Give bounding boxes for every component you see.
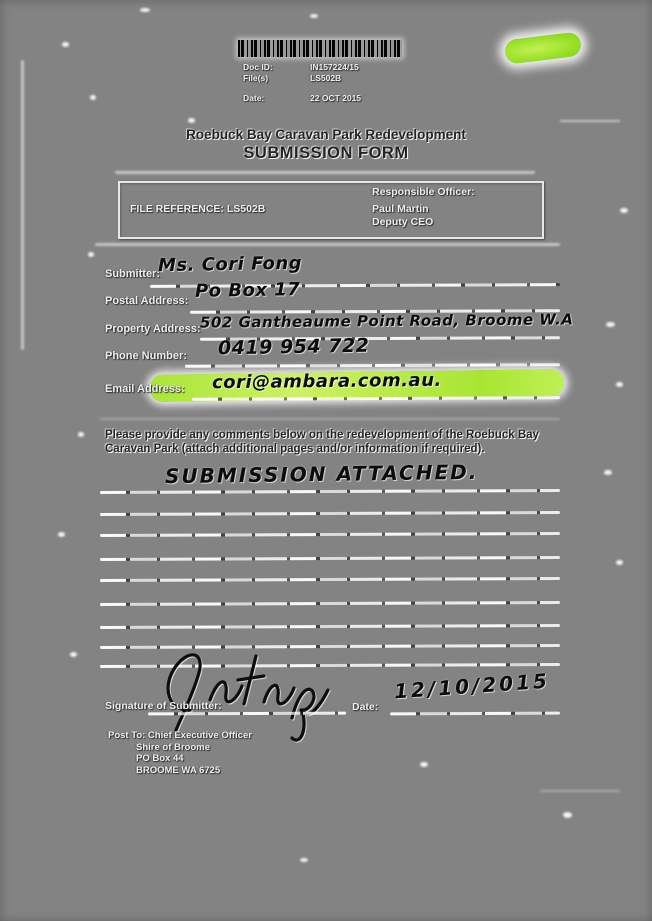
stamp-doc-id-label: Doc ID: [243, 62, 273, 72]
scan-artifact [616, 560, 623, 565]
scan-artifact [616, 382, 623, 387]
scan-artifact [188, 118, 195, 123]
field-line [184, 363, 561, 368]
responsible-officer-title: Deputy CEO [372, 216, 434, 228]
date-line [389, 711, 561, 716]
comment-line [99, 555, 561, 562]
scan-artifact [606, 322, 615, 327]
field-label-phone-number: Phone Number: [105, 350, 187, 362]
comment-line [99, 510, 561, 517]
comment-line [99, 600, 561, 607]
scan-artifact [95, 243, 560, 246]
form-title-line2: SUBMISSION FORM [243, 144, 409, 162]
stamp-file-label: File(s) [243, 73, 269, 83]
field-value-submitter: Ms. Cori Fong [157, 252, 303, 277]
field-label-email-address: Email Address: [105, 383, 185, 395]
scan-artifact [540, 790, 620, 792]
scan-artifact [563, 812, 572, 818]
field-label-submitter: Submitter: [105, 268, 160, 280]
stamp-date-value: 22 OCT 2015 [310, 93, 362, 103]
responsible-officer-name: Paul Martin [372, 203, 429, 215]
field-value-email-address: cori@ambara.com.au. [211, 369, 442, 394]
stamp-doc-id-value: IN157224/15 [310, 62, 359, 72]
post-to-line: Shire of Broome [136, 741, 210, 753]
scan-artifact [604, 470, 612, 475]
scan-artifact [310, 14, 318, 18]
scan-artifact [58, 532, 65, 537]
field-label-property-address: Property Address: [105, 323, 201, 335]
scan-artifact [300, 858, 308, 862]
scan-artifact [90, 95, 96, 100]
highlighter-mark [503, 31, 583, 65]
scan-artifact [88, 252, 94, 257]
scan-artifact [140, 8, 150, 12]
comment-line [99, 488, 561, 495]
comment-line [99, 576, 561, 583]
comment-line [99, 623, 561, 630]
date-value: 12/10/2015 [393, 668, 551, 704]
field-value-postal-address: Po Box 17 [194, 279, 301, 302]
scan-artifact [420, 762, 428, 767]
comment-line [99, 531, 561, 538]
field-line [191, 396, 561, 401]
post-to-block: Post To: Chief Executive Officer Shire o… [108, 730, 252, 776]
scan-artifact [560, 120, 620, 122]
signature-label: Signature of Submitter: [105, 700, 222, 712]
post-to-line: BROOME WA 6725 [136, 764, 221, 776]
form-title-line1: Roebuck Bay Caravan Park Redevelopment [186, 127, 466, 142]
submitter-signature [166, 653, 330, 742]
responsible-officer-label: Responsible Officer: [372, 186, 475, 198]
scan-artifact [21, 60, 24, 350]
file-reference-box: FILE REFERENCE: LS502B Responsible Offic… [118, 181, 544, 239]
scan-artifact [620, 208, 628, 213]
field-label-postal-address: Postal Address: [105, 295, 189, 307]
comments-instruction: Please provide any comments below on the… [105, 429, 539, 455]
barcode [238, 40, 402, 57]
scan-artifact [115, 171, 535, 174]
stamp-date-label: Date: [243, 93, 265, 103]
scan-artifact [62, 42, 69, 47]
file-reference: FILE REFERENCE: LS502B [130, 203, 266, 215]
post-to-line: PO Box 44 [136, 753, 184, 764]
scan-artifact [70, 652, 77, 657]
comments-entry: Submission Attached. [164, 459, 479, 489]
date-label: Date: [352, 701, 379, 713]
records-stamp: Doc ID: IN157224/15 File(s) LS502B Date:… [243, 62, 361, 103]
scan-artifact [78, 432, 84, 437]
stamp-file-value: LS502B [310, 73, 342, 83]
field-value-property-address: 502 Gantheaume Point Road, Broome W.A [199, 310, 574, 332]
scan-artifact [100, 418, 560, 420]
post-to-line: Post To: Chief Executive Officer [108, 730, 252, 741]
field-value-phone-number: 0419 954 722 [217, 334, 370, 360]
